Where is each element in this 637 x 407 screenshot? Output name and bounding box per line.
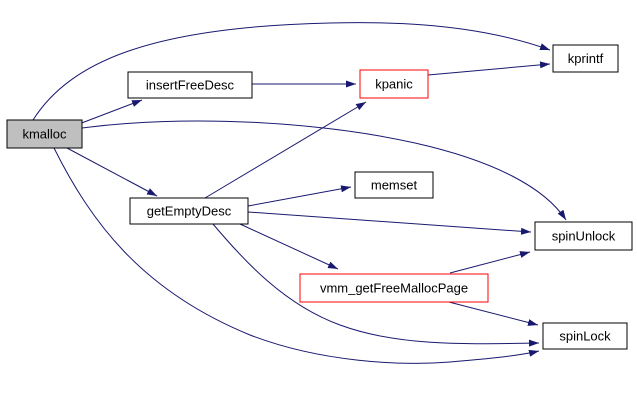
edge-kmalloc-to-spinLock bbox=[53, 147, 540, 364]
svg-text:vmm_getFreeMallocPage: vmm_getFreeMallocPage bbox=[320, 281, 468, 296]
edge-getEmptyDesc-to-spinUnlock bbox=[247, 211, 532, 235]
svg-text:kpanic: kpanic bbox=[375, 77, 413, 92]
svg-text:insertFreeDesc: insertFreeDesc bbox=[146, 78, 235, 93]
svg-text:kmalloc: kmalloc bbox=[22, 127, 67, 142]
node-layer: kmalloc insertFreeDesc kpanic kprintf ge… bbox=[6, 44, 633, 350]
node-getEmptyDesc[interactable]: getEmptyDesc bbox=[129, 197, 249, 225]
svg-text:kprintf: kprintf bbox=[568, 51, 604, 66]
node-spinLock[interactable]: spinLock bbox=[542, 322, 628, 350]
node-memset[interactable]: memset bbox=[354, 171, 434, 199]
edge-getEmptyDesc-to-kpanic bbox=[204, 101, 367, 199]
edge-layer bbox=[32, 22, 567, 364]
node-spinUnlock[interactable]: spinUnlock bbox=[534, 221, 633, 251]
node-insertFreeDesc[interactable]: insertFreeDesc bbox=[127, 71, 253, 99]
svg-text:getEmptyDesc: getEmptyDesc bbox=[147, 204, 232, 219]
svg-text:spinUnlock: spinUnlock bbox=[552, 229, 616, 244]
node-kprintf[interactable]: kprintf bbox=[552, 44, 619, 73]
node-kmalloc: kmalloc bbox=[6, 119, 83, 149]
edge-vmm_getFreeMallocPage-to-spinUnlock bbox=[449, 251, 531, 274]
edge-kmalloc-to-insertFreeDesc bbox=[78, 99, 143, 125]
node-kpanic[interactable]: kpanic bbox=[359, 69, 429, 99]
edge-kmalloc-to-kprintf bbox=[32, 22, 551, 121]
edge-kpanic-to-kprintf bbox=[427, 61, 551, 76]
edge-kmalloc-to-getEmptyDesc bbox=[66, 147, 158, 197]
edge-getEmptyDesc-to-memset bbox=[247, 185, 352, 207]
node-vmm_getFreeMallocPage[interactable]: vmm_getFreeMallocPage bbox=[299, 273, 489, 303]
edge-getEmptyDesc-to-vmm_getFreeMallocPage bbox=[239, 223, 339, 270]
edge-kmalloc-to-spinUnlock bbox=[81, 120, 567, 221]
edge-getEmptyDesc-to-spinLock bbox=[212, 223, 540, 347]
edge-vmm_getFreeMallocPage-to-spinLock bbox=[444, 300, 539, 326]
svg-text:spinLock: spinLock bbox=[559, 329, 611, 344]
svg-text:memset: memset bbox=[371, 178, 418, 193]
